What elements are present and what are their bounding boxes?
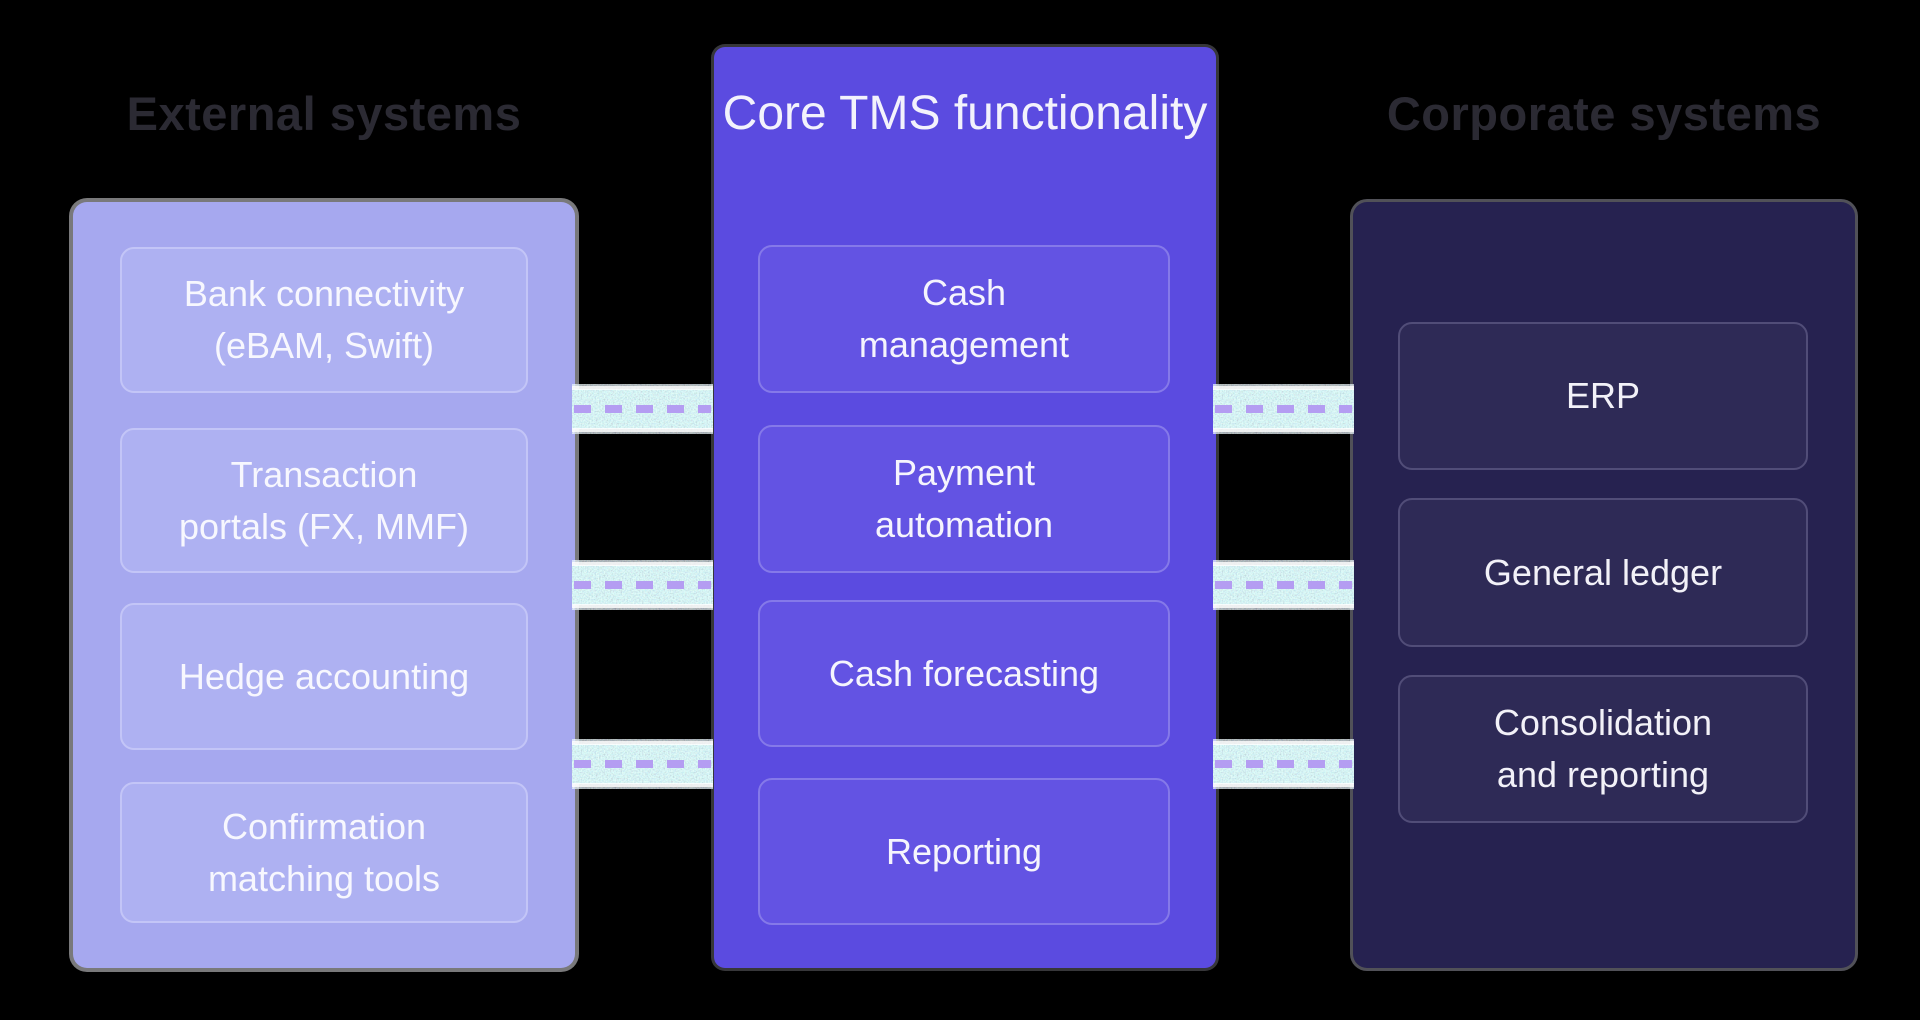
node-label-line: Reporting (885, 830, 1043, 872)
panel-core-tms: Core TMS functionality Cash management P… (714, 47, 1216, 968)
node-bank-connectivity: Bank connectivity (eBAM, Swift) (120, 247, 528, 393)
node-label-line: management (858, 324, 1070, 365)
node-label-line: and reporting (1496, 754, 1710, 795)
panel-external-systems: Bank connectivity (eBAM, Swift) Transact… (73, 202, 575, 968)
node-label-line: Cash forecasting (828, 652, 1100, 694)
heading-external-systems: External systems (126, 87, 522, 140)
title-line: Core TMS (722, 87, 941, 140)
node-consolidation-reporting: Consolidation and reporting (1398, 675, 1808, 823)
node-label-line: Hedge accounting (178, 655, 470, 697)
core-tms-title: Core TMS functionality (714, 83, 1216, 145)
connector-arrow-icon (1213, 739, 1354, 789)
node-hedge-accounting: Hedge accounting (120, 603, 528, 750)
node-label-line: Transaction (230, 453, 418, 495)
node-label-line: portals (FX, MMF) (178, 505, 469, 547)
node-transaction-portals: Transaction portals (FX, MMF) (120, 428, 528, 573)
node-label-line: General ledger (1483, 551, 1723, 593)
node-general-ledger: General ledger (1398, 498, 1808, 647)
connector-arrow-icon (572, 384, 713, 434)
node-label-line: matching tools (207, 857, 441, 899)
panel-corporate-systems: ERP General ledger Consolidation and rep… (1353, 202, 1855, 968)
node-cash-forecasting: Cash forecasting (758, 600, 1170, 747)
node-label-line: Bank connectivity (183, 273, 465, 314)
node-label-line: automation (874, 504, 1054, 545)
node-label-line: (eBAM, Swift) (213, 325, 435, 366)
node-label-line: Consolidation (1493, 702, 1713, 743)
connector-arrow-icon (572, 560, 713, 610)
node-label-line: Cash (921, 272, 1007, 313)
node-reporting: Reporting (758, 778, 1170, 925)
title-line: functionality (953, 87, 1208, 140)
connector-arrow-icon (572, 739, 713, 789)
connector-arrow-icon (1213, 384, 1354, 434)
node-cash-management: Cash management (758, 245, 1170, 393)
heading-corporate-systems: Corporate systems (1386, 87, 1822, 140)
node-payment-automation: Payment automation (758, 425, 1170, 573)
node-label-line: Payment (892, 452, 1036, 493)
node-label-line: Confirmation (221, 805, 427, 847)
connector-arrow-icon (1213, 560, 1354, 610)
node-confirmation-matching: Confirmation matching tools (120, 782, 528, 923)
node-label-line: ERP (1565, 375, 1641, 416)
node-erp: ERP (1398, 322, 1808, 470)
